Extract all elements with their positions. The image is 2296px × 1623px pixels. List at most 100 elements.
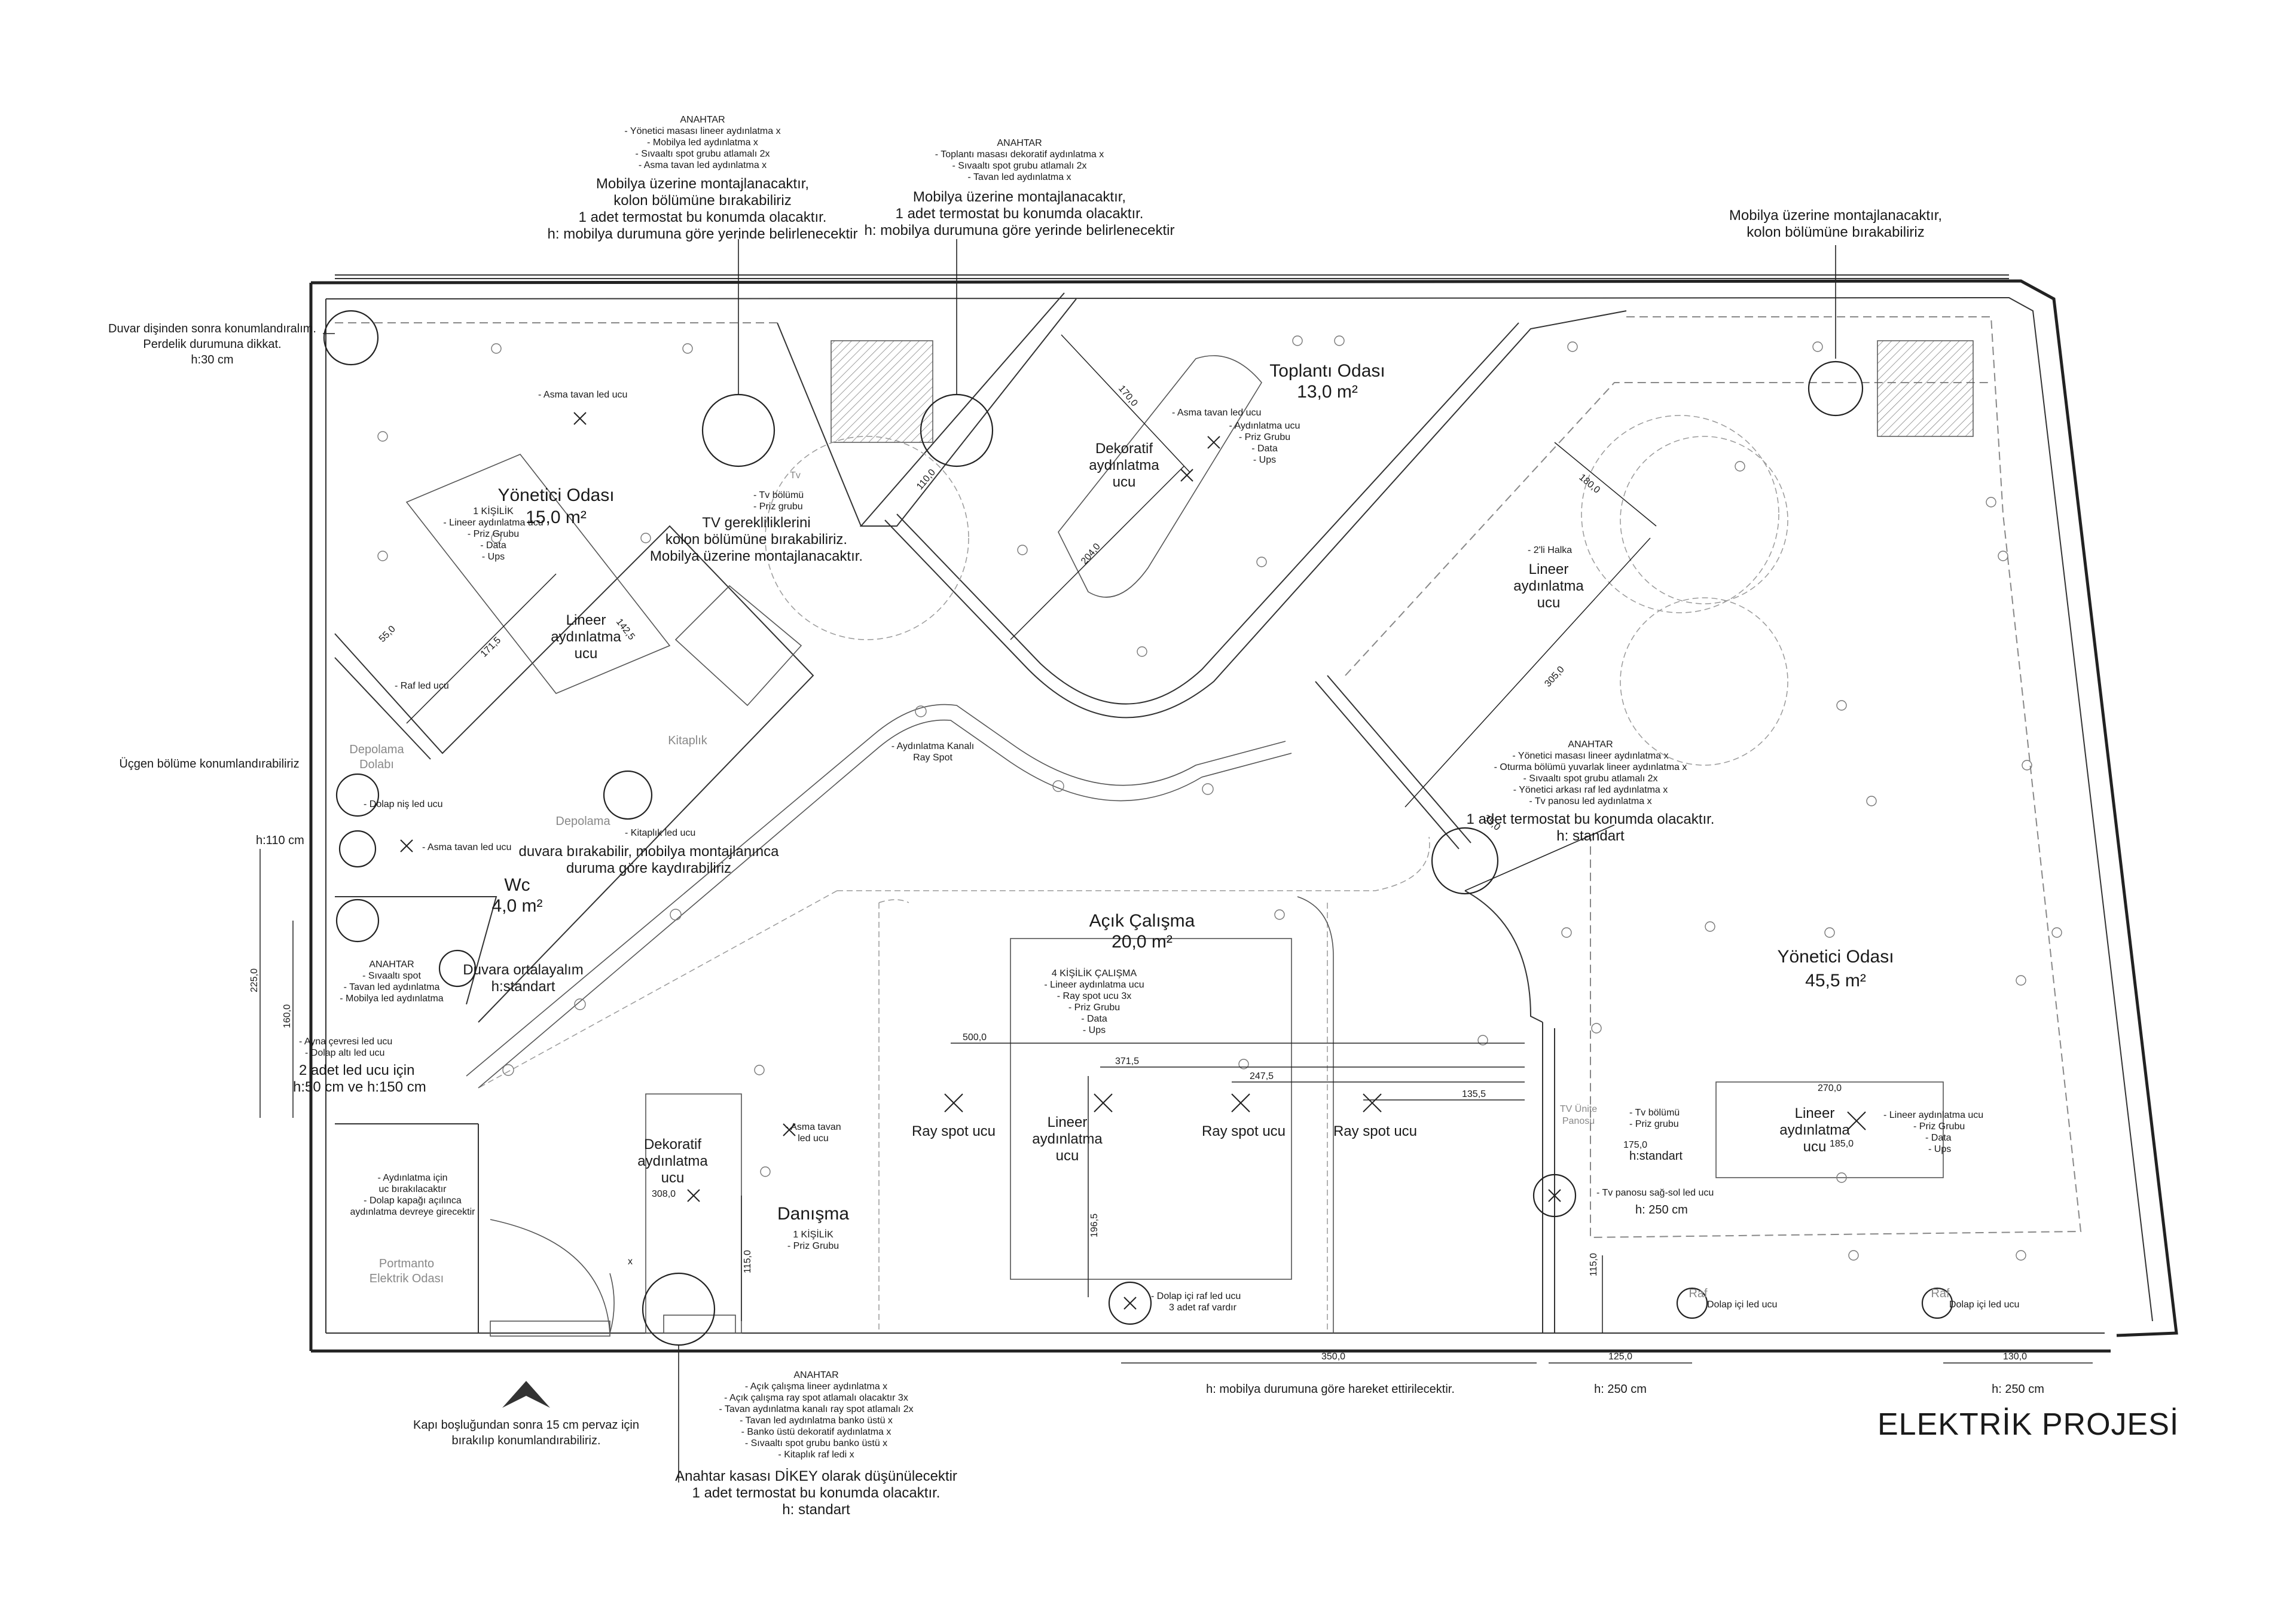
room-area-yonetici-1: 15,0 m² (526, 508, 587, 527)
svg-text:Mobilya üzerine montajlanacakt: Mobilya üzerine montajlanacaktır, (596, 176, 809, 192)
svg-text:kolon bölümüne bırakabiliriz: kolon bölümüne bırakabiliriz (613, 192, 792, 209)
svg-text:Lineer: Lineer (1529, 561, 1569, 577)
svg-text:ucu: ucu (1056, 1148, 1079, 1164)
room-area-yonetici-2: 45,5 m² (1805, 971, 1866, 991)
svg-text:- Data: - Data (1251, 444, 1278, 454)
svg-text:Lineer: Lineer (1048, 1114, 1088, 1130)
svg-text:115,0: 115,0 (743, 1250, 753, 1273)
svg-text:204,0: 204,0 (1079, 542, 1103, 567)
svg-text:- Aydınlatma ucu: - Aydınlatma ucu (1229, 421, 1300, 431)
note-top-center: ANAHTAR - Toplantı masası dekoratif aydı… (865, 138, 1175, 239)
svg-text:- Priz Grubu: - Priz Grubu (468, 529, 519, 539)
svg-text:Lineer: Lineer (1795, 1105, 1835, 1121)
svg-text:115,0: 115,0 (1589, 1253, 1599, 1276)
note-left-wall: Duvar dişinden sonra konumlandıralım. Pe… (108, 322, 316, 366)
svg-text:- Raf led ucu: - Raf led ucu (395, 681, 449, 691)
room-area-acik-calisma: 20,0 m² (1112, 932, 1173, 952)
svg-text:h: standart: h: standart (1556, 828, 1625, 844)
svg-text:225,0: 225,0 (249, 968, 259, 992)
svg-text:ANAHTAR: ANAHTAR (680, 115, 725, 125)
svg-text:Dolap içi led ucu: Dolap içi led ucu (1949, 1300, 2019, 1310)
interior-walls (334, 292, 1627, 1333)
dimension-lines (259, 334, 2093, 1364)
svg-text:- Data: - Data (480, 540, 506, 551)
svg-text:- Sıvaaltı spot grubu banko üs: - Sıvaaltı spot grubu banko üstü x (745, 1438, 887, 1448)
room-name-yonetici-2: Yönetici Odası (1777, 947, 1894, 967)
svg-text:- Dolap kapağı açılınca: - Dolap kapağı açılınca (364, 1196, 462, 1206)
svg-text:bırakılıp konumlandırabiliriz.: bırakılıp konumlandırabiliriz. (452, 1434, 601, 1447)
svg-text:1 KİŞİLİK: 1 KİŞİLİK (473, 505, 514, 516)
svg-text:- Yönetici arkası raf led aydı: - Yönetici arkası raf led aydınlatma x (1513, 785, 1668, 795)
note-top-right: Mobilya üzerine montajlanacaktır, kolon … (1729, 207, 1942, 240)
svg-text:1 adet termostat bu konumda ol: 1 adet termostat bu konumda olacaktır. (579, 209, 827, 225)
svg-text:ANAHTAR: ANAHTAR (793, 1370, 838, 1380)
svg-text:ANAHTAR: ANAHTAR (369, 959, 414, 970)
svg-text:Ray spot ucu: Ray spot ucu (1202, 1123, 1286, 1139)
note-danisma-anahtar: ANAHTAR - Açık çalışma lineer aydınlatma… (675, 1370, 957, 1518)
svg-text:- Ups: - Ups (482, 552, 505, 562)
svg-text:led ucu: led ucu (798, 1133, 829, 1144)
svg-text:55,0: 55,0 (377, 624, 398, 644)
svg-text:- Ups: - Ups (1253, 455, 1276, 465)
svg-text:- Data: - Data (1081, 1014, 1107, 1024)
svg-text:350,0: 350,0 (1321, 1352, 1345, 1362)
svg-text:h: mobilya durumuna göre yerin: h: mobilya durumuna göre yerinde belirle… (548, 226, 858, 242)
room-name-acik-calisma: Açık Çalışma (1089, 911, 1195, 931)
svg-text:- Ups: - Ups (1928, 1144, 1951, 1154)
svg-text:- Priz Grubu: - Priz Grubu (1239, 432, 1290, 442)
svg-text:kolon bölümüne bırakabiliriz.: kolon bölümüne bırakabiliriz. (665, 531, 847, 548)
label-depolama-1: Depolama (349, 743, 404, 756)
svg-text:h:110 cm: h:110 cm (256, 834, 304, 847)
svg-text:- 2'li Halka: - 2'li Halka (1528, 545, 1572, 555)
svg-text:175,0: 175,0 (1623, 1140, 1647, 1150)
svg-text:- Ayna çevresi led ucu: - Ayna çevresi led ucu (299, 1037, 392, 1047)
svg-text:- Sıvaaltı spot: - Sıvaaltı spot (362, 971, 421, 981)
svg-text:ucu: ucu (1113, 474, 1136, 490)
svg-text:- Banko üstü dekoratif aydınla: - Banko üstü dekoratif aydınlatma x (741, 1427, 891, 1437)
label-kitaplik: Kitaplık (668, 734, 708, 747)
svg-text:247,5: 247,5 (1250, 1071, 1274, 1081)
svg-text:duruma göre kaydırabiliriz: duruma göre kaydırabiliriz (566, 860, 731, 876)
svg-text:Dolap içi led ucu: Dolap içi led ucu (1707, 1300, 1777, 1310)
label-tv: Tv (790, 470, 801, 481)
svg-text:h: 250 cm: h: 250 cm (1992, 1383, 2044, 1396)
svg-text:- Data: - Data (1925, 1133, 1952, 1143)
svg-text:160,0: 160,0 (282, 1004, 292, 1028)
svg-text:- Priz grubu: - Priz grubu (1629, 1119, 1679, 1129)
ray-channel (466, 704, 1292, 1089)
svg-text:aydınlatma devreye girecektir: aydınlatma devreye girecektir (350, 1207, 476, 1217)
svg-text:- Tv panosu sağ-sol led ucu: - Tv panosu sağ-sol led ucu (1596, 1188, 1714, 1198)
svg-text:ucu: ucu (1537, 595, 1561, 611)
svg-text:aydınlatma: aydınlatma (1089, 457, 1159, 473)
svg-text:h: 250 cm: h: 250 cm (1594, 1383, 1647, 1396)
svg-text:Anahtar kasası DİKEY olarak dü: Anahtar kasası DİKEY olarak düşünülecekt… (675, 1468, 957, 1484)
svg-text:3 adet raf vardır: 3 adet raf vardır (1169, 1303, 1237, 1313)
svg-text:- Açık çalışma ray spot atlama: - Açık çalışma ray spot atlamalı olacakt… (724, 1393, 908, 1403)
svg-text:duvara bırakabilir, mobilya mo: duvara bırakabilir, mobilya montajlanınc… (519, 843, 780, 860)
furniture (405, 340, 1974, 1337)
svg-text:- Açık çalışma lineer aydınlat: - Açık çalışma lineer aydınlatma x (745, 1381, 887, 1392)
svg-text:125,0: 125,0 (1608, 1352, 1632, 1362)
ceiling-spots (377, 335, 2062, 1261)
svg-text:- Aydınlatma Kanalı: - Aydınlatma Kanalı (891, 741, 974, 751)
svg-text:Dekoratif: Dekoratif (644, 1136, 701, 1153)
svg-text:- Tavan led aydınlatma x: - Tavan led aydınlatma x (967, 172, 1071, 182)
svg-text:- Lineer aydınlatma ucu: - Lineer aydınlatma ucu (1883, 1110, 1983, 1120)
svg-text:- Kitaplık raf ledi x: - Kitaplık raf ledi x (778, 1450, 854, 1460)
svg-text:371,5: 371,5 (1115, 1056, 1139, 1066)
svg-text:185,0: 185,0 (1830, 1139, 1854, 1149)
svg-text:- Mobilya led aydınlatma x: - Mobilya led aydınlatma x (647, 137, 758, 148)
svg-text:- Dolap altı led ucu: - Dolap altı led ucu (305, 1048, 384, 1058)
svg-text:4 KİŞİLİK ÇALIŞMA: 4 KİŞİLİK ÇALIŞMA (1052, 967, 1137, 979)
svg-text:- Priz Grubu: - Priz Grubu (1068, 1002, 1120, 1013)
label-tv-unite-2: Panosu (1562, 1116, 1595, 1126)
svg-text:- Toplantı masası dekoratif ay: - Toplantı masası dekoratif aydınlatma x (935, 149, 1104, 160)
svg-text:Mobilya üzerine montajlanacakt: Mobilya üzerine montajlanacaktır. (650, 548, 863, 564)
svg-text:Lineer: Lineer (566, 612, 606, 628)
svg-text:h: 250 cm: h: 250 cm (1635, 1203, 1688, 1217)
light-crosses (400, 412, 1866, 1310)
svg-text:- Asma tavan: - Asma tavan (785, 1122, 841, 1132)
svg-text:h: mobilya durumuna göre yerin: h: mobilya durumuna göre yerinde belirle… (865, 222, 1175, 239)
room-area-toplanti: 13,0 m² (1297, 382, 1358, 402)
svg-text:Kapı boşluğundan sonra 15 cm p: Kapı boşluğundan sonra 15 cm pervaz için (413, 1419, 639, 1432)
